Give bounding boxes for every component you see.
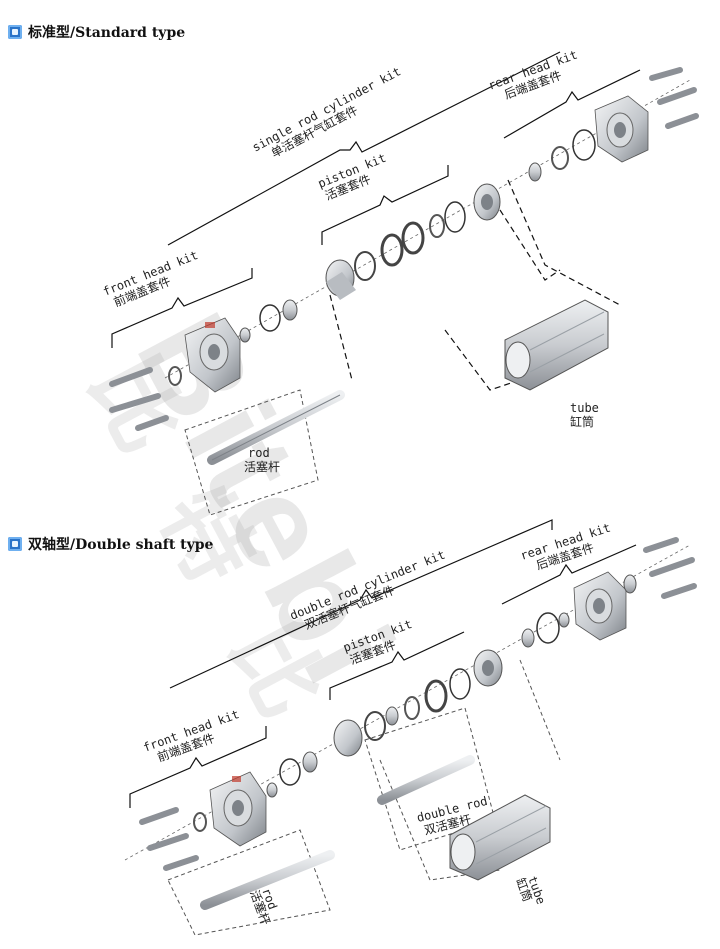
single-rod-cylinder-kit-label: single rod cylinder kit xyxy=(250,64,403,154)
rear-head-assembly-2 xyxy=(521,537,697,648)
standard-type-diagram: single rod cylinder kit 单活塞杆气缸套件 rear he… xyxy=(101,48,699,516)
front-tie-rods xyxy=(109,367,169,431)
standard-type-title: 标准型/Standard type xyxy=(28,25,186,41)
section-badge-icon xyxy=(8,25,22,39)
piston-guide-dashed xyxy=(329,209,561,381)
front-o-ring xyxy=(259,304,281,332)
piston-rod-2 xyxy=(200,850,335,910)
tube-label-cn: 缸筒 xyxy=(570,414,594,429)
front-bushing-2 xyxy=(266,782,278,798)
piston-kit-bracket xyxy=(321,165,449,245)
double-shaft-type-diagram: double rod cylinder kit 双活塞杆气缸套件 rear he… xyxy=(124,519,697,936)
front-bushing xyxy=(239,327,251,343)
tube-guide-dashed xyxy=(444,179,621,391)
piston-assembly-2 xyxy=(333,649,503,757)
axis-dashed xyxy=(164,79,691,379)
cylinder-tube-2 xyxy=(449,794,551,881)
front-o-ring-2 xyxy=(279,758,301,786)
front-seal-ring xyxy=(168,366,182,386)
double-rod xyxy=(377,755,475,805)
front-tie-rods-2 xyxy=(139,807,199,871)
rod-guide-dashed-2 xyxy=(167,829,331,936)
standard-type-header: 标准型/Standard type xyxy=(8,22,185,42)
front-cushion-2 xyxy=(302,751,318,773)
piston-kit-bracket-2 xyxy=(329,631,465,700)
front-head-block-2 xyxy=(209,771,267,847)
single-rod-cylinder-kit-bracket xyxy=(167,51,561,246)
front-seal-ring-2 xyxy=(193,812,207,832)
piston-assembly xyxy=(325,183,501,300)
double-shaft-type-header: 双轴型/Double shaft type xyxy=(8,534,213,554)
rod-label-cn: 活塞杆 xyxy=(244,459,280,474)
tube-label: tube xyxy=(570,401,599,415)
rod-guide-dashed xyxy=(184,389,319,516)
rear-head-assembly xyxy=(528,67,699,182)
section-badge-icon xyxy=(8,537,22,551)
rod-label: rod xyxy=(248,446,270,460)
rod-label-2: rod xyxy=(259,886,280,911)
double-rod-cylinder-kit-label: double rod cylinder kit xyxy=(288,548,447,623)
double-rod-cylinder-kit-bracket xyxy=(169,519,553,689)
front-head-kit-bracket-2 xyxy=(129,726,267,808)
front-head-kit-bracket xyxy=(111,268,253,348)
rear-head-kit-bracket-2 xyxy=(501,544,637,605)
double-shaft-type-title: 双轴型/Double shaft type xyxy=(28,537,214,553)
front-head-block xyxy=(184,317,241,393)
cylinder-tube xyxy=(504,299,609,391)
rear-head-kit-bracket xyxy=(503,69,641,139)
front-cushion xyxy=(282,299,298,321)
